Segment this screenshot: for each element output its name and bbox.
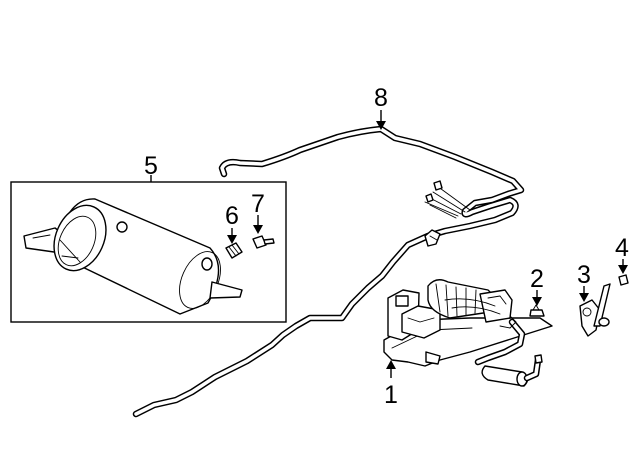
callout-7: 7	[251, 190, 265, 218]
air-reservoir-tank	[23, 198, 243, 315]
callout-5: 5	[144, 152, 158, 180]
leader-lines	[150, 110, 628, 378]
callout-4: 4	[615, 234, 629, 262]
height-sensor-3	[579, 283, 611, 337]
bolt-7	[252, 235, 275, 249]
callout-3: 3	[577, 261, 591, 289]
callout-6: 6	[225, 202, 239, 230]
callout-2: 2	[530, 265, 544, 293]
air-line-assembly	[132, 125, 525, 418]
callout-1: 1	[384, 381, 398, 409]
reservoir-box	[10, 181, 287, 323]
wiring-harness	[424, 180, 471, 219]
clip-4	[618, 274, 629, 286]
fitting-6	[225, 242, 243, 259]
callout-8: 8	[374, 84, 388, 112]
cap-2	[529, 304, 545, 317]
compressor-assembly	[383, 279, 553, 387]
